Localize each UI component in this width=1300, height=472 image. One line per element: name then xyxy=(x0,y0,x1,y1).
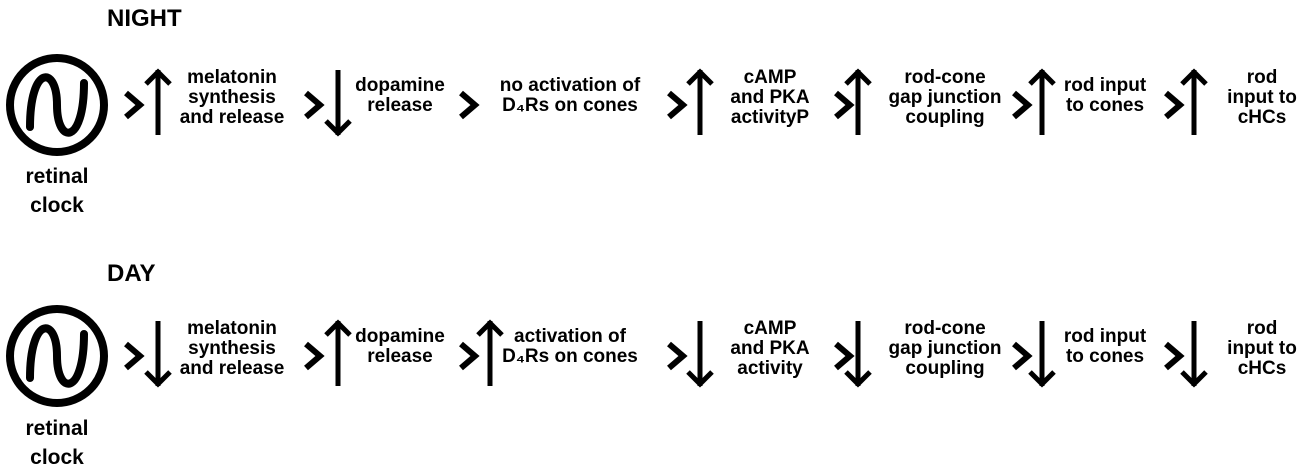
day-step-4-line-1: cAMP xyxy=(743,318,797,339)
day-down-arrow-1 xyxy=(144,321,172,388)
night-step-4-line-2: and PKA xyxy=(730,87,810,108)
day-step-5-line-1: rod-cone xyxy=(904,318,986,339)
night-title: NIGHT xyxy=(107,5,182,32)
day-flow-chevron-5 xyxy=(834,341,855,371)
night-step-5-line-2: gap junction xyxy=(888,87,1002,108)
day-step-5-line-3: coupling xyxy=(905,358,985,379)
night-flow-chevron-2 xyxy=(304,90,325,120)
day-step-3-line-1: activation of xyxy=(514,326,626,347)
night-flow-chevron-3 xyxy=(459,90,480,120)
day-step-5-line-2: gap junction xyxy=(888,338,1002,359)
night-step-1-line-3: and release xyxy=(179,107,285,128)
day-clock-label-line-1: retinal xyxy=(25,417,89,440)
day-step-4-line-2: and PKA xyxy=(730,338,810,359)
night-flow-chevron-6 xyxy=(1012,90,1033,120)
night-step-7-line-1: rod xyxy=(1246,67,1278,88)
day-step-7-line-1: rod xyxy=(1246,318,1278,339)
night-step-5-line-1: rod-cone xyxy=(904,67,986,88)
day-down-arrow-7 xyxy=(1180,321,1208,388)
day-flow-chevron-6 xyxy=(1012,341,1033,371)
night-step-3-line-1: no activation of xyxy=(499,75,641,96)
day-down-arrow-6 xyxy=(1028,321,1056,388)
day-step-4-line-3: activity xyxy=(737,358,803,379)
night-flow-chevron-5 xyxy=(834,90,855,120)
night-down-arrow-2 xyxy=(324,70,352,137)
night-step-6-line-1: rod input xyxy=(1063,75,1147,96)
night-step-3-line-2: D₄Rs on cones xyxy=(502,95,638,116)
night-up-arrow-4 xyxy=(686,68,714,135)
night-step-1-line-1: melatonin xyxy=(187,67,277,88)
night-step-1-line-2: synthesis xyxy=(188,87,276,108)
night-clock-label: retinal clock xyxy=(12,162,102,220)
day-flow-chevron-2 xyxy=(304,341,325,371)
day-flow-chevron-7 xyxy=(1164,341,1185,371)
night-up-arrow-6 xyxy=(1028,68,1056,135)
day-clock-label-line-2: clock xyxy=(30,446,84,469)
day-title: DAY xyxy=(107,260,156,287)
night-step-4-line-1: cAMP xyxy=(743,67,797,88)
night-step-2-line-1: dopamine xyxy=(355,75,445,96)
night-retinal-clock-icon xyxy=(6,54,108,156)
day-step-6-line-2: to cones xyxy=(1065,346,1145,367)
day-step-1-line-3: and release xyxy=(179,358,285,379)
night-up-arrow-5 xyxy=(844,68,872,135)
night-flow-chevron-7 xyxy=(1164,90,1185,120)
day-down-arrow-4 xyxy=(686,321,714,388)
night-step-4-line-3: activityP xyxy=(730,107,810,128)
day-step-7-line-3: cHCs xyxy=(1237,358,1287,379)
night-step-7-line-3: cHCs xyxy=(1237,107,1287,128)
night-clock-label-line-2: clock xyxy=(30,194,84,217)
day-step-6-line-1: rod input xyxy=(1063,326,1147,347)
night-flow-chevron-4 xyxy=(667,90,688,120)
day-up-arrow-3 xyxy=(476,319,504,386)
day-step-7-line-2: input to xyxy=(1227,338,1297,359)
day-clock-label: retinal clock xyxy=(12,414,102,472)
night-step-7-line-2: input to xyxy=(1227,87,1297,108)
day-step-1-line-1: melatonin xyxy=(187,318,277,339)
night-step-2-line-2: release xyxy=(367,95,433,116)
day-step-3-line-2: D₄Rs on cones xyxy=(502,346,638,367)
day-flow-chevron-3 xyxy=(459,341,480,371)
day-up-arrow-2 xyxy=(324,319,352,386)
night-step-5-line-3: coupling xyxy=(905,107,985,128)
day-flow-chevron-1 xyxy=(124,341,145,371)
night-step-6-line-2: to cones xyxy=(1065,95,1145,116)
day-down-arrow-5 xyxy=(844,321,872,388)
day-step-1-line-2: synthesis xyxy=(188,338,276,359)
night-up-arrow-7 xyxy=(1180,68,1208,135)
day-retinal-clock-icon xyxy=(6,305,108,407)
night-up-arrow-1 xyxy=(144,68,172,135)
day-step-2-line-2: release xyxy=(367,346,433,367)
night-clock-label-line-1: retinal xyxy=(25,165,89,188)
day-step-2-line-1: dopamine xyxy=(355,326,445,347)
night-flow-chevron-1 xyxy=(124,90,145,120)
day-flow-chevron-4 xyxy=(667,341,688,371)
